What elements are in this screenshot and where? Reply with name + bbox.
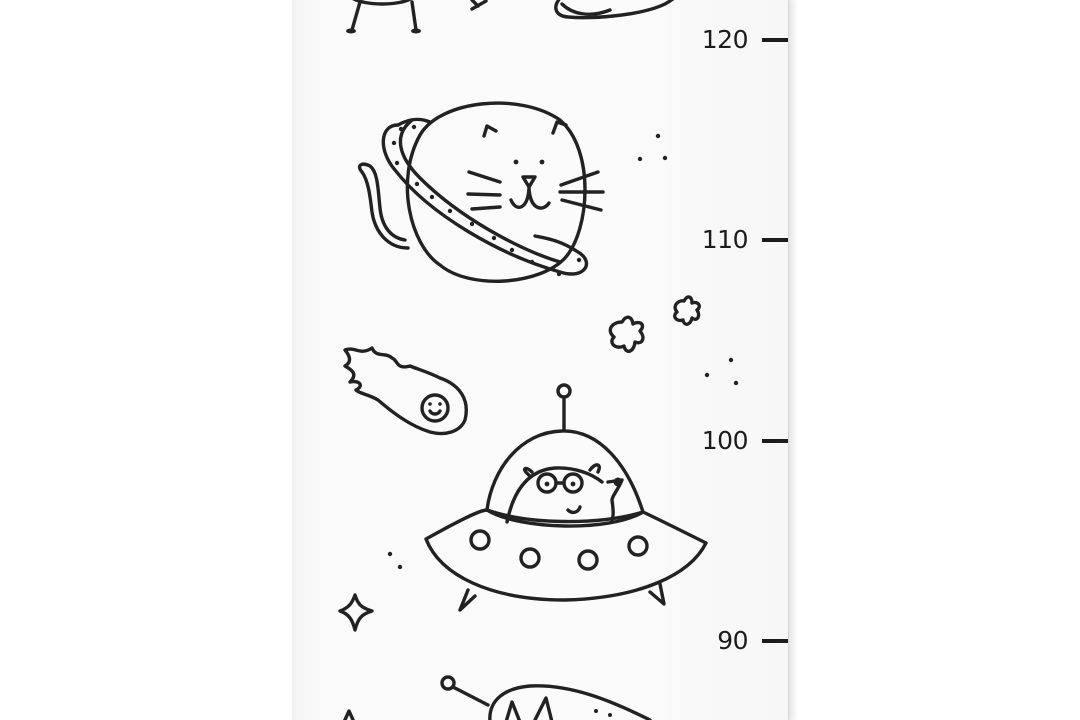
scale-tick (762, 639, 788, 643)
star-dots-icon (387, 133, 739, 570)
sparkle-icon (338, 593, 374, 632)
scale-tick (762, 38, 788, 42)
star-icon (608, 295, 701, 354)
scale-mark-110: 110 (702, 225, 788, 255)
ringed-planet-icon (554, 0, 675, 20)
scale-mark-100: 100 (702, 426, 788, 456)
scale-tick (762, 439, 788, 443)
comet-icon (343, 346, 468, 436)
scale-mark-120: 120 (702, 25, 788, 55)
poster-edge-shadow (788, 0, 798, 720)
cat-planet-icon (357, 101, 605, 283)
scale-tick (762, 238, 788, 242)
scale-label: 100 (701, 426, 749, 455)
alien-lander-icon (346, 0, 488, 34)
ufo-icon (424, 383, 708, 612)
scale-label: 110 (701, 225, 749, 254)
rocket-icon (343, 675, 652, 720)
scale-label: 90 (717, 626, 748, 655)
scale-mark-90: 90 (717, 626, 788, 656)
scale-label: 120 (701, 25, 749, 54)
